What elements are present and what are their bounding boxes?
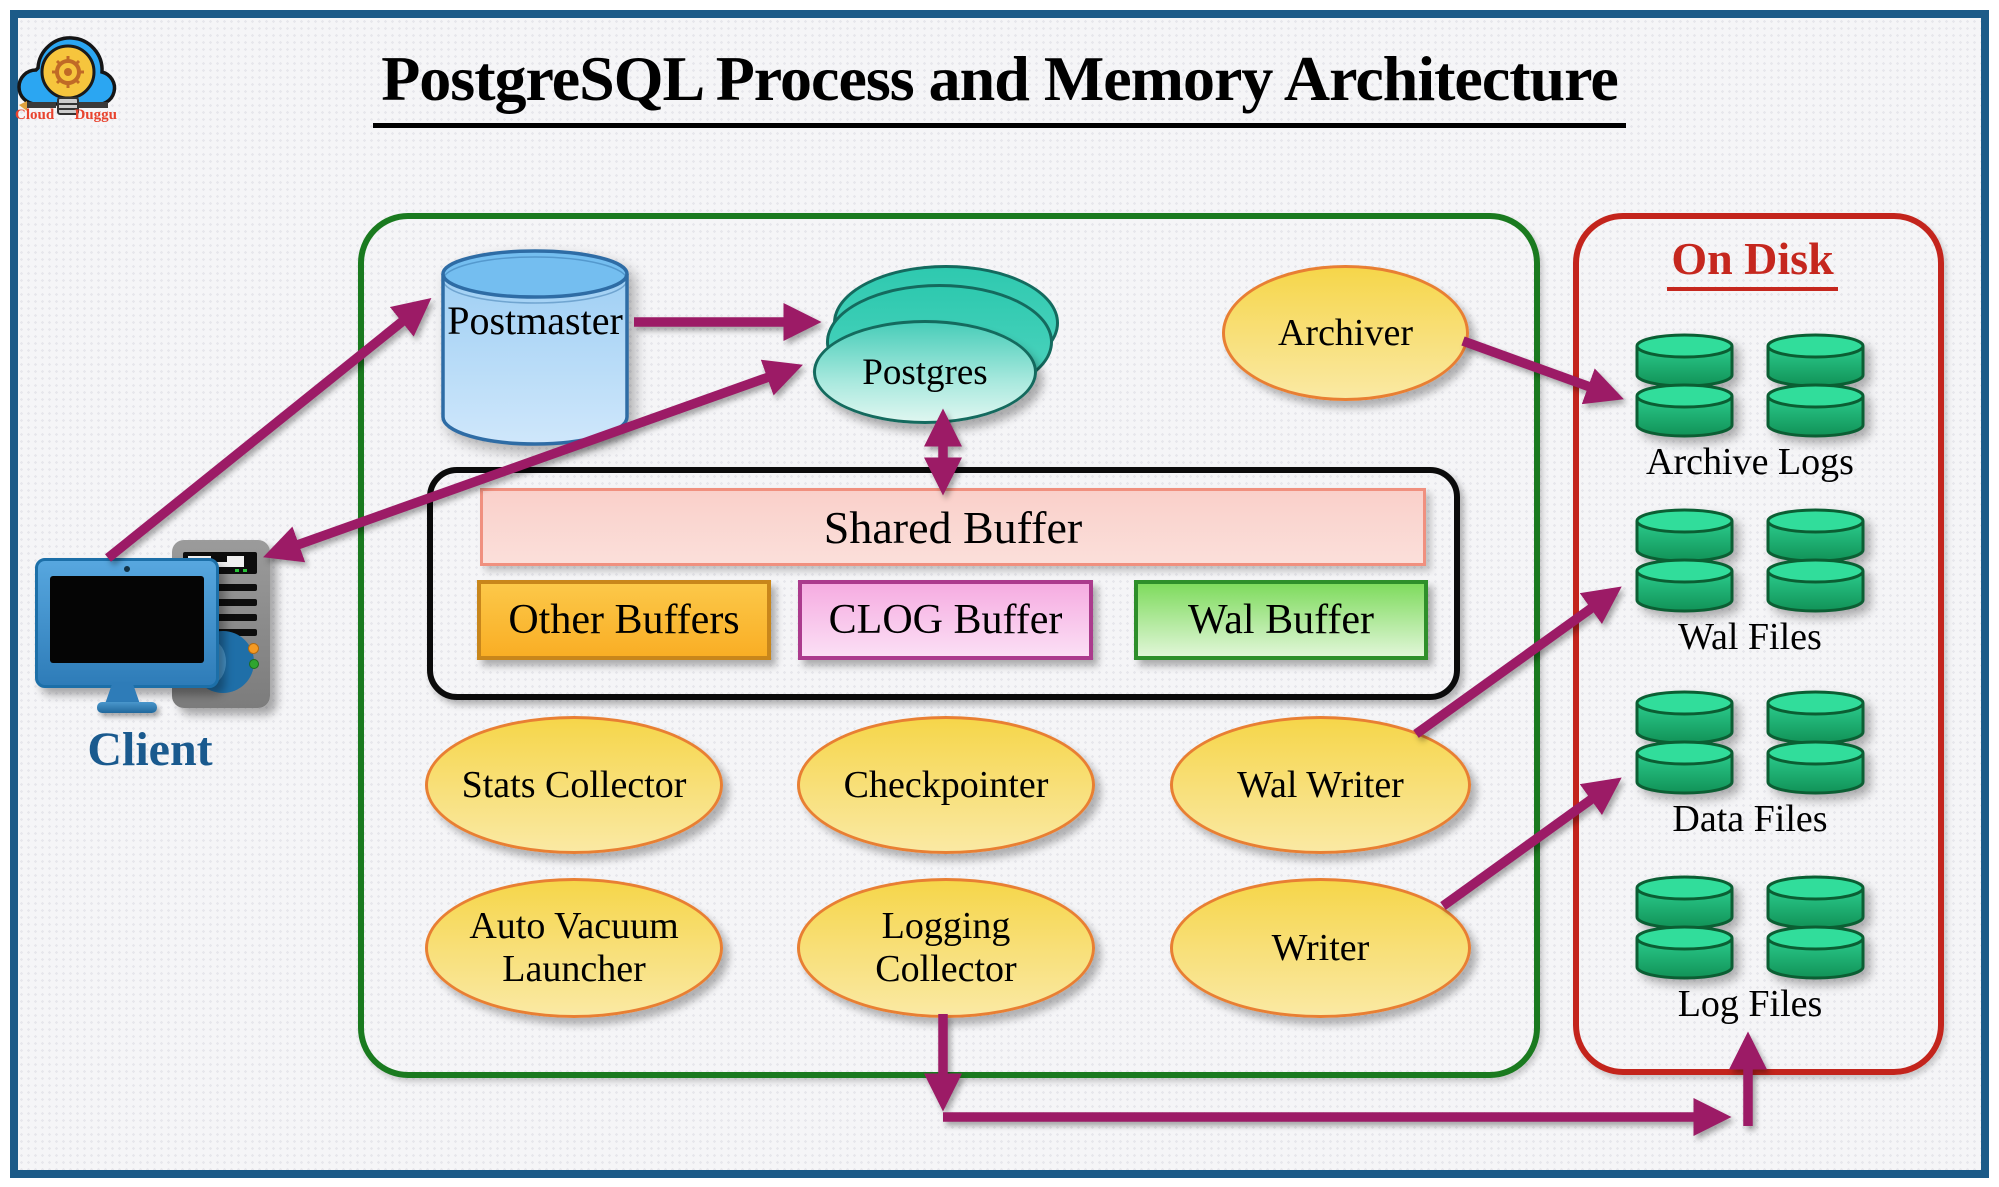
logo-word-duggu: Duggu — [74, 107, 117, 123]
other-buffers-box: Other Buffers — [477, 580, 771, 660]
monitor-stand-base — [97, 702, 157, 713]
postmaster-cylinder-icon — [441, 249, 629, 446]
process-ellipse-auto-vacuum-launcher: Auto Vacuum Launcher — [425, 878, 723, 1018]
process-ellipse-checkpointer: Checkpointer — [797, 716, 1095, 854]
bay-led — [243, 569, 247, 572]
archive-logs-label: Archive Logs — [1646, 441, 1854, 483]
logging-collector-label-line2: Collector — [875, 948, 1017, 990]
disk-group-wal-files: Wal Files — [1628, 508, 1872, 659]
data-files-label: Data Files — [1672, 798, 1828, 840]
power-led-green — [249, 659, 259, 669]
page-title: PostgreSQL Process and Memory Architectu… — [0, 42, 1999, 128]
cloudduggu-logo: Cloud Duggu — [14, 20, 118, 128]
disk-group-data-files: Data Files — [1628, 690, 1872, 841]
database-cylinder-icon — [1635, 333, 1734, 438]
database-cylinder-icon — [1766, 690, 1865, 795]
disk-group-log-files: Log Files — [1628, 875, 1872, 1026]
disk-group-archive-logs: Archive Logs — [1628, 333, 1872, 484]
vent-slot — [183, 599, 257, 606]
wal-writer-label: Wal Writer — [1237, 764, 1404, 806]
archiver-label: Archiver — [1277, 312, 1414, 354]
shared-buffer-label: Shared Buffer — [823, 501, 1083, 553]
on-disk-title-text: On Disk — [1667, 232, 1838, 291]
other-buffers-label: Other Buffers — [508, 597, 740, 643]
database-cylinder-icon — [1635, 690, 1734, 795]
logging-collector-label-line1: Logging — [881, 905, 1011, 948]
auto-vacuum-label-line1: Auto Vacuum — [469, 905, 679, 948]
database-cylinder-icon — [1766, 875, 1865, 980]
monitor-stand-neck — [105, 682, 140, 704]
logo-word-cloud: Cloud — [15, 107, 55, 123]
writer-label: Writer — [1271, 927, 1370, 969]
database-cylinder-icon — [1766, 508, 1865, 613]
webcam-dot — [124, 566, 130, 572]
database-cylinder-icon — [1635, 508, 1734, 613]
on-disk-title: On Disk — [1573, 232, 1932, 291]
logo-wordmark: Cloud Duggu — [14, 107, 118, 124]
wal-buffer-box: Wal Buffer — [1134, 580, 1428, 660]
process-ellipse-writer: Writer — [1170, 878, 1471, 1018]
checkpointer-label: Checkpointer — [843, 764, 1049, 806]
clog-buffer-box: CLOG Buffer — [798, 580, 1093, 660]
process-ellipse-wal-writer: Wal Writer — [1170, 716, 1471, 854]
postmaster-label: Postmaster — [447, 298, 623, 343]
postgres-label: Postgres — [862, 351, 988, 393]
stats-collector-label: Stats Collector — [461, 764, 687, 806]
bay-led — [235, 569, 239, 572]
process-ellipse-archiver: Archiver — [1222, 265, 1469, 401]
page-title-text: PostgreSQL Process and Memory Architectu… — [373, 42, 1626, 128]
database-cylinder-icon — [1635, 875, 1734, 980]
client-monitor-icon — [35, 558, 219, 688]
wal-buffer-label: Wal Buffer — [1188, 597, 1374, 643]
client-label: Client — [87, 723, 213, 776]
log-files-label: Log Files — [1677, 983, 1823, 1025]
monitor-screen — [50, 576, 204, 663]
postgres-ellipse-front: Postgres — [813, 320, 1037, 424]
power-led-orange — [248, 643, 259, 654]
shared-buffer-box: Shared Buffer — [480, 488, 1426, 566]
vent-slot — [183, 584, 257, 591]
database-cylinder-icon — [1766, 333, 1865, 438]
wal-files-label: Wal Files — [1678, 616, 1822, 658]
cloud-lightbulb-icon — [17, 36, 117, 115]
process-ellipse-logging-collector: Logging Collector — [797, 878, 1095, 1018]
clog-buffer-label: CLOG Buffer — [828, 597, 1063, 643]
auto-vacuum-label-line2: Launcher — [502, 948, 646, 990]
vent-slot — [183, 614, 257, 621]
process-ellipse-stats-collector: Stats Collector — [425, 716, 723, 854]
